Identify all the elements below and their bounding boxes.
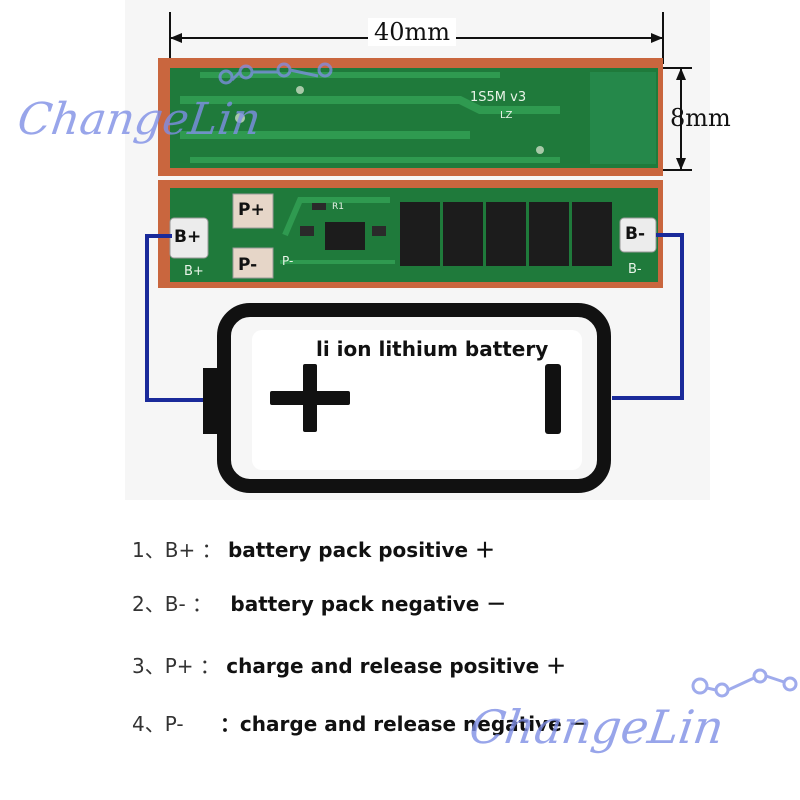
legend-row-b-minus: 2、B- ： battery pack negative － xyxy=(132,588,506,617)
silk-b-plus: B+ xyxy=(184,264,204,279)
silk-p-minus: P- xyxy=(282,254,294,268)
legend-row-p-plus: 3、P+ ： charge and release positive ＋ xyxy=(132,650,566,679)
pad-p-plus-label: P+ xyxy=(238,200,265,220)
legend-code: B- ： xyxy=(164,592,213,616)
legend-row-p-minus: 4、P- ：charge and release negative － xyxy=(132,708,589,737)
legend-num: 2、 xyxy=(132,592,165,616)
silkscreen-sub: LZ xyxy=(500,110,513,121)
legend-code: P- xyxy=(164,712,184,736)
watermark-top: ChangeLin xyxy=(14,94,265,145)
battery-drawing xyxy=(203,303,611,493)
legend-row-b-plus: 1、B+ ： battery pack positive ＋ xyxy=(132,534,495,563)
resistor-label: R1 xyxy=(332,202,344,212)
legend-code: P+ ： xyxy=(164,654,220,678)
battery-label: li ion lithium battery xyxy=(316,337,549,361)
height-dimension xyxy=(658,67,692,171)
width-label: 40mm xyxy=(368,18,457,46)
legend-num: 4、 xyxy=(132,712,165,736)
pcb-front-side xyxy=(158,180,663,288)
pad-b-plus-label: B+ xyxy=(174,227,202,247)
legend-desc: charge and release positive ＋ xyxy=(226,654,567,678)
pad-b-minus-label: B- xyxy=(625,224,646,244)
legend-code: B+ ： xyxy=(164,538,222,562)
legend-num: 1、 xyxy=(132,538,165,562)
silkscreen-model: 1S5M v3 xyxy=(470,90,527,105)
legend-desc: battery pack positive ＋ xyxy=(227,538,496,562)
height-label: 8mm xyxy=(670,104,731,132)
legend-num: 3、 xyxy=(132,654,165,678)
watermark-bottom: ChangeLin xyxy=(466,700,728,754)
pad-p-minus-label: P- xyxy=(238,255,258,275)
connection-wires xyxy=(145,233,684,402)
legend-desc: battery pack negative － xyxy=(230,592,507,616)
watermark-circuit-icon xyxy=(218,62,798,698)
legend-desc: ：charge and release negative － xyxy=(219,712,589,736)
silk-b-minus: B- xyxy=(628,262,642,277)
